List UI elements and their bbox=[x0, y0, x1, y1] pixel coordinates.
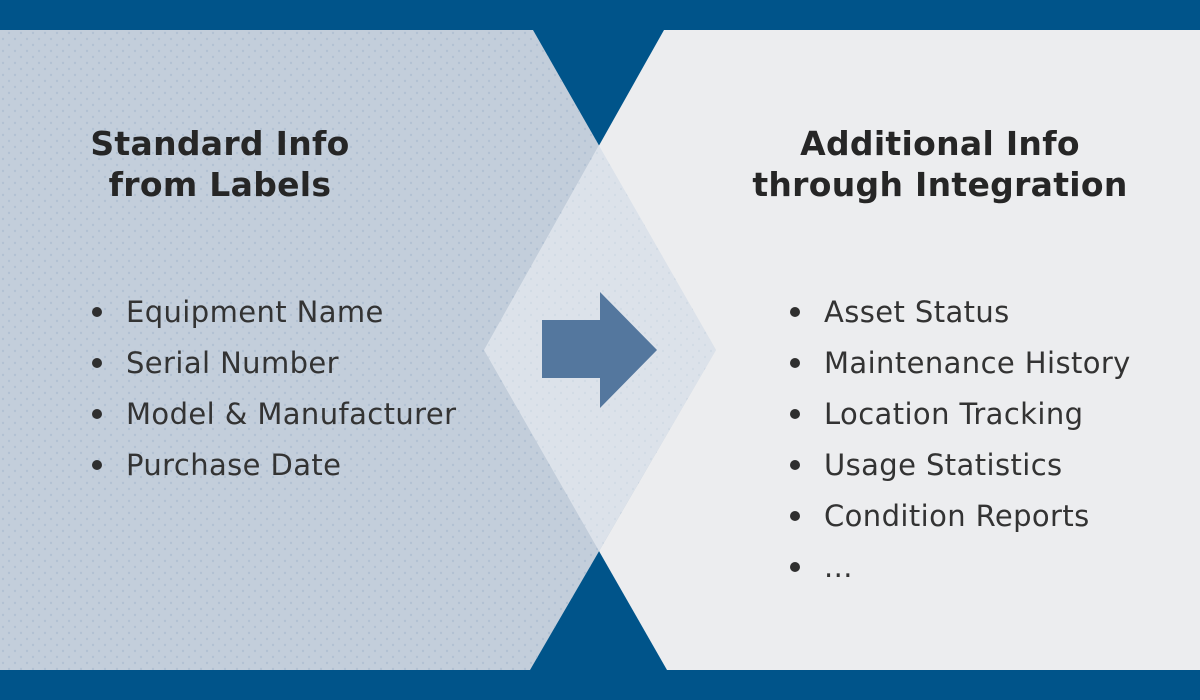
list-item-label: Model & Manufacturer bbox=[126, 396, 457, 431]
list-item-label: Asset Status bbox=[824, 294, 1010, 329]
bullet-icon bbox=[790, 459, 800, 470]
list-item-label: Location Tracking bbox=[824, 396, 1084, 431]
bullet-icon bbox=[92, 306, 102, 317]
list-item: ... bbox=[790, 541, 1131, 592]
list-item-label: Usage Statistics bbox=[824, 447, 1063, 482]
bullet-icon bbox=[790, 510, 800, 521]
list-item-label: ... bbox=[824, 549, 853, 584]
bullet-icon bbox=[790, 306, 800, 317]
list-item-label: Equipment Name bbox=[126, 294, 384, 329]
right-panel-title: Additional Info through Integration bbox=[740, 123, 1140, 205]
right-panel-title-line2: through Integration bbox=[752, 165, 1128, 204]
bullet-icon bbox=[790, 408, 800, 419]
arrow-right-icon bbox=[542, 292, 657, 408]
list-item: Equipment Name bbox=[92, 286, 456, 337]
list-item: Purchase Date bbox=[92, 439, 456, 490]
left-panel-list: Equipment Name Serial Number Model & Man… bbox=[92, 286, 456, 490]
right-panel-shape bbox=[484, 30, 1200, 670]
left-panel-title: Standard Info from Labels bbox=[40, 123, 400, 205]
list-item-label: Maintenance History bbox=[824, 345, 1131, 380]
bullet-icon bbox=[92, 357, 102, 368]
bullet-icon bbox=[92, 459, 102, 470]
list-item-label: Serial Number bbox=[126, 345, 339, 380]
right-panel-title-line1: Additional Info bbox=[800, 124, 1080, 163]
list-item: Usage Statistics bbox=[790, 439, 1131, 490]
list-item: Maintenance History bbox=[790, 337, 1131, 388]
bullet-icon bbox=[92, 408, 102, 419]
left-panel-title-line1: Standard Info bbox=[90, 124, 350, 163]
list-item: Model & Manufacturer bbox=[92, 388, 456, 439]
list-item-label: Purchase Date bbox=[126, 447, 342, 482]
left-panel-title-line2: from Labels bbox=[108, 165, 332, 204]
list-item: Condition Reports bbox=[790, 490, 1131, 541]
right-panel-list: Asset Status Maintenance History Locatio… bbox=[790, 286, 1131, 592]
list-item: Asset Status bbox=[790, 286, 1131, 337]
list-item: Location Tracking bbox=[790, 388, 1131, 439]
list-item: Serial Number bbox=[92, 337, 456, 388]
bullet-icon bbox=[790, 561, 800, 572]
list-item-label: Condition Reports bbox=[824, 498, 1090, 533]
left-panel-dots-texture bbox=[0, 30, 716, 670]
bullet-icon bbox=[790, 357, 800, 368]
